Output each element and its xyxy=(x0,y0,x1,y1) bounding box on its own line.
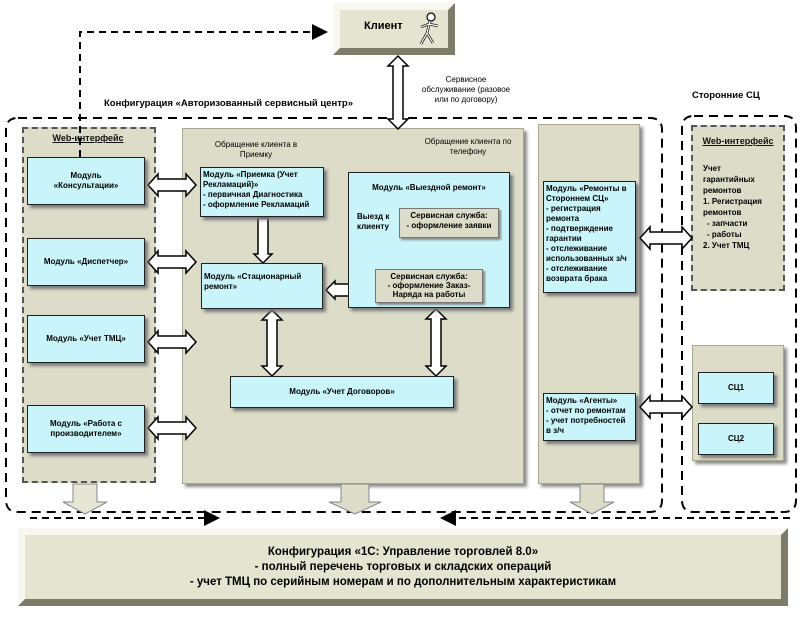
onsite-contracts-arrow xyxy=(424,307,448,378)
sc1-box: СЦ1 xyxy=(698,372,774,404)
center-down-arrow xyxy=(328,483,382,515)
config-boundary xyxy=(5,117,663,513)
bottom-line-serial: - учет ТМЦ по серийным номерам и по допо… xyxy=(189,575,617,588)
service-request-box: Сервисная служба: - оформление заявки xyxy=(399,208,499,238)
consultations-module: Модуль «Консультации» xyxy=(27,157,145,205)
left-down-arrow xyxy=(62,483,108,515)
bottom-line-title: Конфигурация «1С: Управление торговлей 8… xyxy=(267,545,539,558)
web-interface-title-right: Web-интерфейс xyxy=(702,136,774,146)
manufacturer-module: Модуль «Работа с производителем» xyxy=(27,405,145,453)
service-note: Сервисное обслуживание (разовое или по д… xyxy=(421,75,511,104)
inventory-arrow xyxy=(146,329,198,355)
third-party-title: Сторонние СЦ xyxy=(692,90,760,101)
caption-reception: Обращение клиента в Приемку xyxy=(214,140,298,159)
reception-stationary-arrow xyxy=(252,217,274,265)
dispatcher-arrow xyxy=(146,249,198,275)
contracts-module: Модуль «Учет Договоров» xyxy=(230,376,454,408)
stationary-contracts-arrow xyxy=(260,308,284,378)
client-label: Клиент xyxy=(364,20,403,32)
third-party-web-panel xyxy=(691,125,785,291)
caption-phone: Обращение клиента по телефону xyxy=(424,137,512,156)
repairs-web-arrow xyxy=(638,225,694,251)
reception-module: Модуль «Приемка (Учет Рекламаций)» - пер… xyxy=(200,167,324,217)
client-center-arrow xyxy=(386,54,410,131)
web-interface-title-left: Web-интерфейс xyxy=(52,133,124,143)
bottom-line-operations: - полный перечень торговых и складских о… xyxy=(254,560,552,573)
sc2-box: СЦ2 xyxy=(698,423,774,455)
config-title: Конфигурация «Авторизованный сервисный ц… xyxy=(104,98,354,109)
consultations-arrow xyxy=(146,172,198,198)
consultations-client-dashed xyxy=(79,24,328,157)
agents-module: Модуль «Агенты» - отчет по ремонтам - уч… xyxy=(543,393,636,441)
third-party-repairs-module: Модуль «Ремонты в Стороннем СЦ» - регист… xyxy=(543,181,636,293)
client-box: Клиент xyxy=(333,3,455,55)
right-down-arrow xyxy=(569,483,615,515)
inventory-module: Модуль «Учет ТМЦ» xyxy=(27,315,145,363)
dispatcher-module: Модуль «Диспетчер» xyxy=(27,238,145,286)
third-party-boundary xyxy=(681,115,797,513)
running-person-icon xyxy=(419,12,439,45)
trade-management-config-box: Конфигурация «1С: Управление торговлей 8… xyxy=(18,528,788,606)
agents-sc-arrow xyxy=(638,394,694,420)
third-party-web-text: Учет гарантийных ремонтов 1. Регистрация… xyxy=(703,164,762,250)
client-visit-label: Выезд к клиенту xyxy=(357,212,390,231)
manufacturer-arrow xyxy=(146,415,198,441)
work-order-box: Сервисная служба: - оформление Заказ- На… xyxy=(375,269,483,303)
stationary-repair-module: Модуль «Стационарный ремонт» xyxy=(201,263,323,309)
